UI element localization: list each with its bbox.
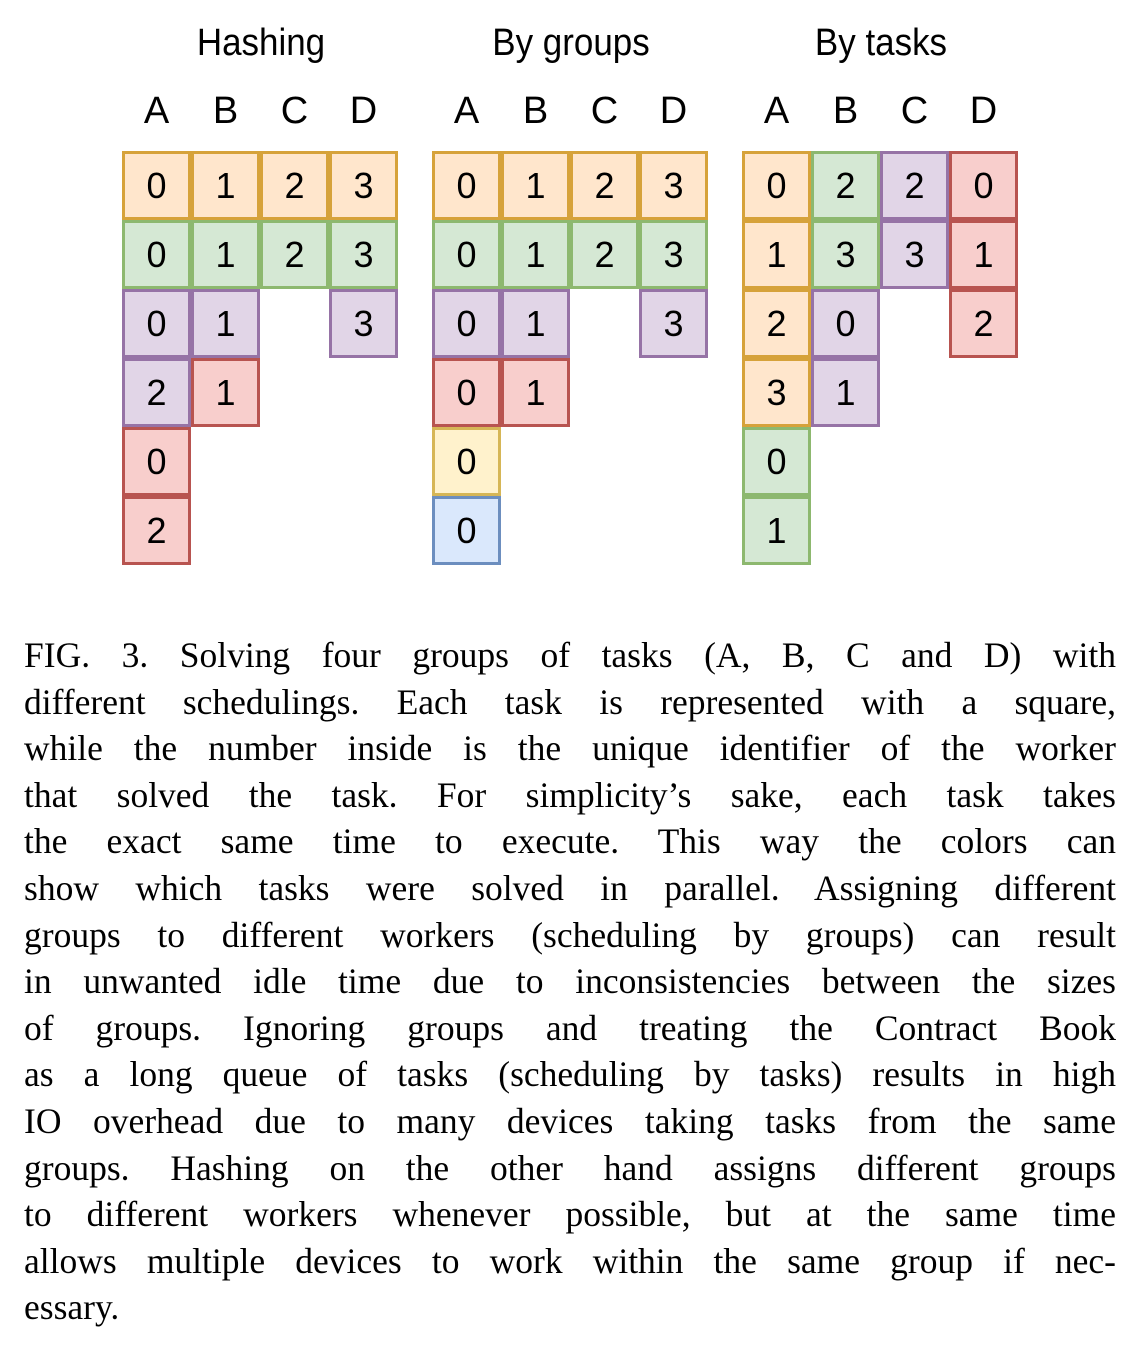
task-cell: 0 [122,427,191,496]
task-cell: 0 [432,496,501,565]
task-cell: 2 [570,151,639,220]
task-cell: 0 [432,151,501,220]
task-cell: 2 [570,220,639,289]
task-cell: 1 [191,358,260,427]
column-labels: A B C D [742,90,1020,140]
column-label: A [143,90,170,132]
task-cell: 3 [329,289,398,358]
caption-line: allows multiple devices to work within t… [24,1240,1116,1281]
task-cell: 3 [811,220,880,289]
task-cell: 3 [639,220,708,289]
caption-line: to different workers whenever possible, … [24,1194,1116,1235]
task-cell: 0 [432,289,501,358]
task-cell: 1 [501,220,570,289]
task-cell: 3 [639,289,708,358]
task-cell: 0 [811,289,880,358]
task-cell: 1 [191,151,260,220]
task-cell: 1 [191,220,260,289]
task-cell: 0 [122,151,191,220]
task-cell: 0 [432,220,501,289]
caption-line: groups. Hashing on the other hand assign… [24,1147,1116,1188]
task-cell: 1 [191,289,260,358]
task-cell: 1 [501,151,570,220]
column-label: D [349,90,378,132]
column-label: D [659,90,688,132]
caption-line: show which tasks were solved in parallel… [24,867,1116,908]
caption-line: while the number inside is the unique id… [24,728,1116,769]
task-cell: 2 [880,151,949,220]
task-cell: 0 [949,151,1018,220]
task-cell: 1 [949,220,1018,289]
panel-title: Hashing [196,22,326,64]
task-cell: 1 [811,358,880,427]
caption-line: as a long queue of tasks (scheduling by … [24,1054,1116,1095]
task-cell: 3 [329,220,398,289]
figure-caption: FIG. 3. Solving four groups of tasks (A,… [24,632,1116,1331]
column-labels: A B C D [122,90,400,140]
column-label: A [763,90,790,132]
caption-line: groups to different workers (scheduling … [24,914,1116,955]
task-cell: 0 [122,220,191,289]
caption-line: FIG. 3. Solving four groups of tasks (A,… [24,635,1116,675]
column-label: C [280,90,309,132]
task-cell: 3 [329,151,398,220]
task-cell: 1 [501,289,570,358]
task-cell: 0 [122,289,191,358]
task-cell: 2 [811,151,880,220]
caption-line: essary. [24,1287,120,1328]
task-cell: 3 [742,358,811,427]
task-cell: 2 [122,358,191,427]
column-labels: A B C D [432,90,710,140]
task-cell: 3 [639,151,708,220]
column-label: A [453,90,480,132]
task-cell: 0 [742,427,811,496]
panel-title: By groups [492,22,650,64]
task-cell: 3 [880,220,949,289]
caption-line: that solved the task. For simplicity’s s… [24,774,1116,815]
caption-line: different schedulings. Each task is repr… [24,681,1116,722]
task-cell: 1 [742,220,811,289]
column-label: B [832,90,859,132]
column-label: C [590,90,619,132]
panel-title: By tasks [814,22,948,64]
task-cell: 2 [260,220,329,289]
caption-line: IO overhead due to many devices taking t… [24,1100,1116,1141]
task-cell: 1 [742,496,811,565]
task-cell: 2 [949,289,1018,358]
task-cell: 2 [742,289,811,358]
column-label: B [522,90,549,132]
task-cell: 2 [122,496,191,565]
caption-line: of groups. Ignoring groups and treating … [24,1007,1116,1048]
task-cell: 2 [260,151,329,220]
column-label: C [900,90,929,132]
column-label: B [212,90,239,132]
task-cell: 1 [501,358,570,427]
column-label: D [969,90,998,132]
caption-line: in unwanted idle time due to inconsisten… [24,961,1116,1002]
task-cell: 0 [742,151,811,220]
caption-line: the exact same time to execute. This way… [24,821,1116,862]
task-cell: 0 [432,427,501,496]
task-cell: 0 [432,358,501,427]
